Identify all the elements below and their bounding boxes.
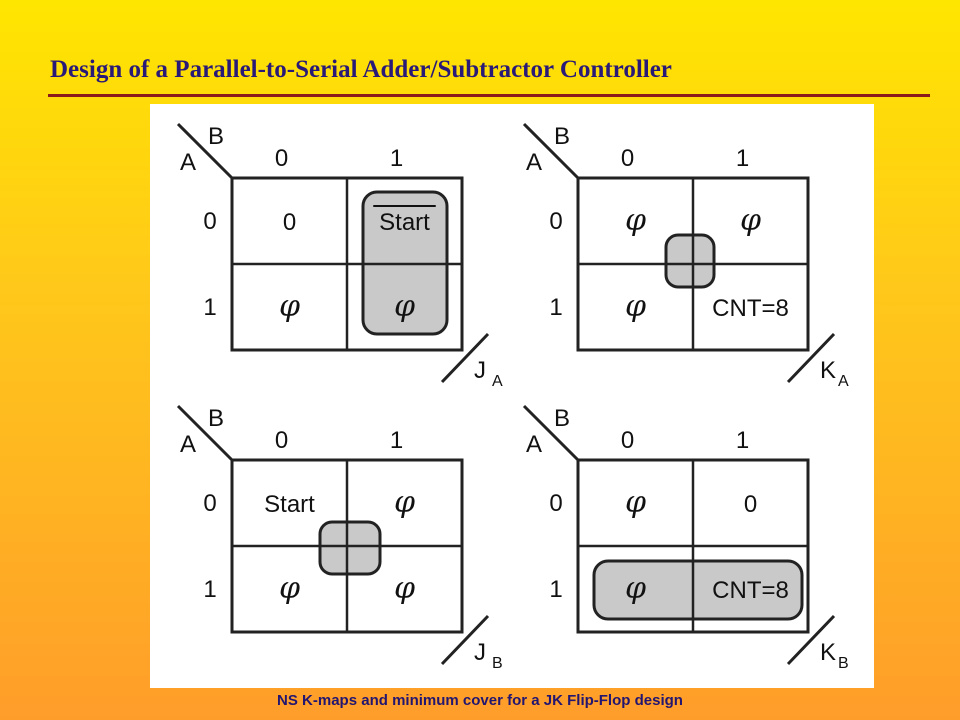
kmap-row-header: 1 [549, 576, 562, 603]
kmap-corner-diagonal [176, 404, 234, 462]
dont-care-cell: φ [279, 571, 300, 606]
dont-care-cell: φ [740, 203, 761, 238]
dont-care-cell: φ [279, 289, 300, 324]
kmap-col-header: 0 [275, 427, 288, 454]
kmap-corner-diagonal [522, 404, 580, 462]
figure-caption: NS K-maps and minimum cover for a JK Fli… [277, 692, 683, 709]
kmap-col-header: 1 [390, 145, 403, 172]
kmap-col-header: 1 [390, 427, 403, 454]
kmap-row-header: 0 [549, 490, 562, 517]
kmap-output-subscript: A [838, 373, 849, 390]
kmap-row-variable: A [526, 149, 542, 176]
kmap-row-variable: A [180, 431, 196, 458]
kmap-row-variable: A [526, 431, 542, 458]
kmap-output-diagonal [440, 332, 490, 384]
dont-care-cell: φ [394, 485, 415, 520]
kmap-row-header: 1 [203, 294, 216, 321]
dont-care-cell: φ [394, 571, 415, 606]
kmap-cell: CNT=8 [712, 577, 789, 604]
kmap-row-header: 0 [549, 208, 562, 235]
kmap-cell: CNT=8 [712, 295, 789, 322]
kmap-col-header: 0 [621, 145, 634, 172]
kmap-output-label: K [820, 357, 836, 384]
kmap-output-label: J [474, 357, 486, 384]
kmap-row-header: 1 [549, 294, 562, 321]
dont-care-cell: φ [394, 289, 415, 324]
kmap-output-diagonal [786, 614, 836, 666]
kmap-output-label: J [474, 639, 486, 666]
kmap-row-header: 0 [203, 490, 216, 517]
kmap-output-subscript: A [492, 373, 503, 390]
kmap-row-header: 1 [203, 576, 216, 603]
dont-care-cell: φ [625, 485, 646, 520]
kmap-corner-diagonal [522, 122, 580, 180]
kmap-col-variable: B [208, 123, 224, 150]
kmap-cell: 0 [744, 491, 757, 518]
dont-care-cell: φ [625, 571, 646, 606]
kmap-col-variable: B [208, 405, 224, 432]
dont-care-cell: φ [625, 203, 646, 238]
kmap-col-header: 1 [736, 427, 749, 454]
title-underline [48, 94, 930, 97]
kmap-output-subscript: B [492, 655, 503, 672]
kmap-cell: Start [264, 491, 315, 518]
kmap-output-diagonal [440, 614, 490, 666]
slide-title: Design of a Parallel-to-Serial Adder/Sub… [50, 56, 672, 83]
kmap-col-variable: B [554, 405, 570, 432]
kmap-col-variable: B [554, 123, 570, 150]
kmap-col-header: 0 [275, 145, 288, 172]
cover-loop [664, 233, 716, 289]
kmap-output-label: K [820, 639, 836, 666]
kmap-col-header: 1 [736, 145, 749, 172]
cover-loop [318, 520, 382, 576]
kmap-row-header: 0 [203, 208, 216, 235]
kmap-output-diagonal [786, 332, 836, 384]
kmap-output-subscript: B [838, 655, 849, 672]
kmap-cell: Start [379, 209, 430, 236]
kmap-row-variable: A [180, 149, 196, 176]
kmap-col-header: 0 [621, 427, 634, 454]
dont-care-cell: φ [625, 289, 646, 324]
kmap-cell: 0 [283, 209, 296, 236]
cover-loop [592, 559, 804, 621]
kmap-corner-diagonal [176, 122, 234, 180]
